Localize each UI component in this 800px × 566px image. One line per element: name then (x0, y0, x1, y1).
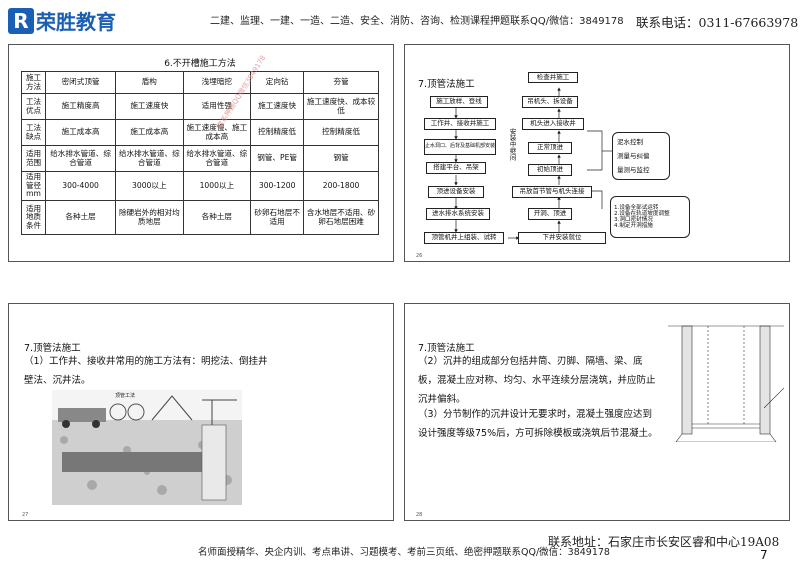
table-cell: 各种土层 (45, 200, 117, 236)
row-label-cell: 适用管径mm (20, 170, 47, 202)
slide-4-page: 28 (416, 512, 423, 518)
flow-step-right: 检查井施工 (528, 72, 578, 83)
table-cell: 钢管 (303, 145, 379, 172)
table-cell: 含水地层不适用、砂卵石地层困难 (303, 200, 379, 236)
mud-item: 泥水控制 (617, 138, 643, 146)
logo-mark: R (8, 7, 34, 34)
header-phone: 联系电话：0311-67663978 (636, 15, 799, 30)
table-cell: 3000以上 (115, 170, 184, 202)
slide-4-title: 7.顶管法施工 (418, 343, 475, 354)
middle-relay-label: 安装中继间 (506, 120, 517, 168)
table-cell: 盾构 (115, 71, 184, 94)
note-item: 1.设备全部试运转 (614, 204, 659, 211)
footer-note: 名师面授精华、央企内训、考点串讲、习题模考、考前三页纸、绝密押题联系QQ/微信：… (198, 547, 610, 558)
flow-step-left: 顶进设备安装 (428, 186, 484, 198)
slide-2-title: 7.顶管法施工 (418, 79, 475, 90)
mud-control-box: 泥水控制 测量与纠偏 量测与监控 (612, 132, 670, 180)
row-label-cell: 工法缺点 (20, 119, 47, 146)
note-item: 3.洞口密封情况 (614, 217, 653, 223)
table-cell: 给水排水管道、综合管道 (115, 145, 184, 172)
table-row: 适用范围给水排水管道、综合管道给水排水管道、综合管道给水排水管道、综合管道钢管、… (20, 145, 379, 172)
header-note: 二建、监理、一建、一造、二造、安全、消防、咨询、检测课程押题联系QQ/微信：38… (210, 16, 624, 27)
flow-step-left: 止水洞口、后背及基础机部安装 (424, 139, 496, 155)
row-label-cell: 适用地质条件 (20, 200, 47, 236)
flow-step-left: 进水排水系统安装 (426, 208, 490, 220)
table-cell: 各种土层 (182, 200, 252, 236)
table-cell: 定向钻 (250, 71, 305, 94)
table-cell: 砂卵石地层不适用 (250, 200, 305, 236)
table-cell: 300-4000 (45, 170, 117, 202)
notes-box: 1.设备全部试运转 2.设备在轨道坡度调整 3.洞口密封情况 4.制定开洞措施 (610, 196, 690, 238)
table-cell: 施工速度慢、施工成本高 (182, 119, 252, 146)
mud-item: 测量与纠偏 (617, 152, 650, 160)
flow-step-left: 顶管机井上组装、试转 (424, 232, 504, 244)
caisson-diagram (668, 325, 784, 442)
table-cell: 施工速度快 (250, 93, 305, 120)
flow-step-right: 正常顶进 (528, 142, 572, 154)
slide-2-page: 26 (416, 253, 423, 259)
slide-4-para-1: （2）沉井的组成部分包括井筒、刃脚、隔墙、梁、底板，混凝土应对称、均匀、水平连续… (418, 356, 656, 405)
footer-address: 联系地址：石家庄市长安区睿和中心19A08 (548, 535, 780, 549)
table-cell: 200-1800 (303, 170, 379, 202)
flow-step-left: 搭建平台、吊架 (426, 162, 486, 174)
mud-item: 量测与监控 (617, 166, 650, 174)
note-item: 2.设备在轨道坡度调整 (614, 210, 670, 217)
table-cell: 施工速度快、成本较低 (303, 93, 379, 120)
flow-step-left: 施工放样、登线 (430, 96, 488, 108)
table-header-row: 施工方法密闭式顶管盾构浅埋暗挖定向钻夯管 (20, 71, 379, 94)
page-header: R 荣胜教育 二建、监理、一建、一造、二造、安全、消防、咨询、检测课程押题联系Q… (0, 0, 800, 40)
flow-step-right: 初始顶进 (528, 164, 572, 176)
flow-step-right: 吊机头、拆设备 (522, 96, 578, 108)
note-item: 4.制定开洞措施 (614, 223, 653, 230)
table-cell: 施工成本高 (115, 119, 184, 146)
table-cell: 给水排水管道、综合管道 (182, 145, 252, 172)
slide-4-para-2: （3）分节制作的沉井设计无要求时，混凝土强度应达到设计强度等级75%后，方可拆除… (418, 409, 658, 439)
table-cell: 给水排水管道、综合管道 (45, 145, 117, 172)
table-cell: 夯管 (303, 71, 379, 94)
table-cell: 密闭式顶管 (45, 71, 117, 94)
table-cell: 控制精度低 (250, 119, 305, 146)
table-cell: 施工速度快 (115, 93, 184, 120)
table-row: 工法缺点施工成本高施工成本高施工速度慢、施工成本高控制精度低控制精度低 (20, 119, 379, 146)
row-label-cell: 适用范围 (20, 145, 47, 172)
row-label-cell: 工法优点 (20, 93, 47, 120)
table-cell: 控制精度低 (303, 119, 379, 146)
construction-method-table: 施工方法密闭式顶管盾构浅埋暗挖定向钻夯管工法优点施工精度高施工速度快适用性强施工… (20, 71, 379, 236)
slide-1-title: 6.不开槽施工方法 (164, 59, 236, 69)
page-number: 7 (760, 548, 768, 562)
table-row: 适用地质条件各种土层除硬岩外的相对均质地层各种土层砂卵石地层不适用含水地层不适用… (20, 200, 379, 236)
flow-step-right: 开洞、顶进 (528, 208, 572, 220)
table-cell: 钢管、PE管 (250, 145, 305, 172)
table-cell: 施工精度高 (45, 93, 117, 120)
flow-step-right: 下井安装就位 (518, 232, 606, 244)
table-cell: 1000以上 (182, 170, 252, 202)
logo-text: 荣胜教育 (36, 10, 116, 34)
flow-step-right: 吊放首节管与机头连接 (512, 186, 592, 198)
jacking-illustration (52, 390, 242, 505)
table-cell: 除硬岩外的相对均质地层 (115, 200, 184, 236)
flow-step-left: 工作井、接收井施工 (424, 118, 496, 130)
table-cell: 施工成本高 (45, 119, 117, 146)
row-label-cell: 施工方法 (20, 71, 47, 94)
table-row: 工法优点施工精度高施工速度快适用性强施工速度快施工速度快、成本较低 (20, 93, 379, 120)
figure-caption: 顶管工法 (115, 393, 136, 399)
brand-logo: R 荣胜教育 (8, 6, 116, 35)
slide-3-text: （1）工作井、接收井常用的施工方法有：明挖法、倒挂井壁法、沉井法。 (24, 356, 268, 386)
flow-step-right: 机头进入接收井 (522, 118, 584, 130)
slide-3-page: 27 (22, 512, 29, 518)
slide-4 (404, 303, 790, 521)
table-cell: 300-1200 (250, 170, 305, 202)
slide-3-title: 7.顶管法施工 (24, 343, 81, 354)
